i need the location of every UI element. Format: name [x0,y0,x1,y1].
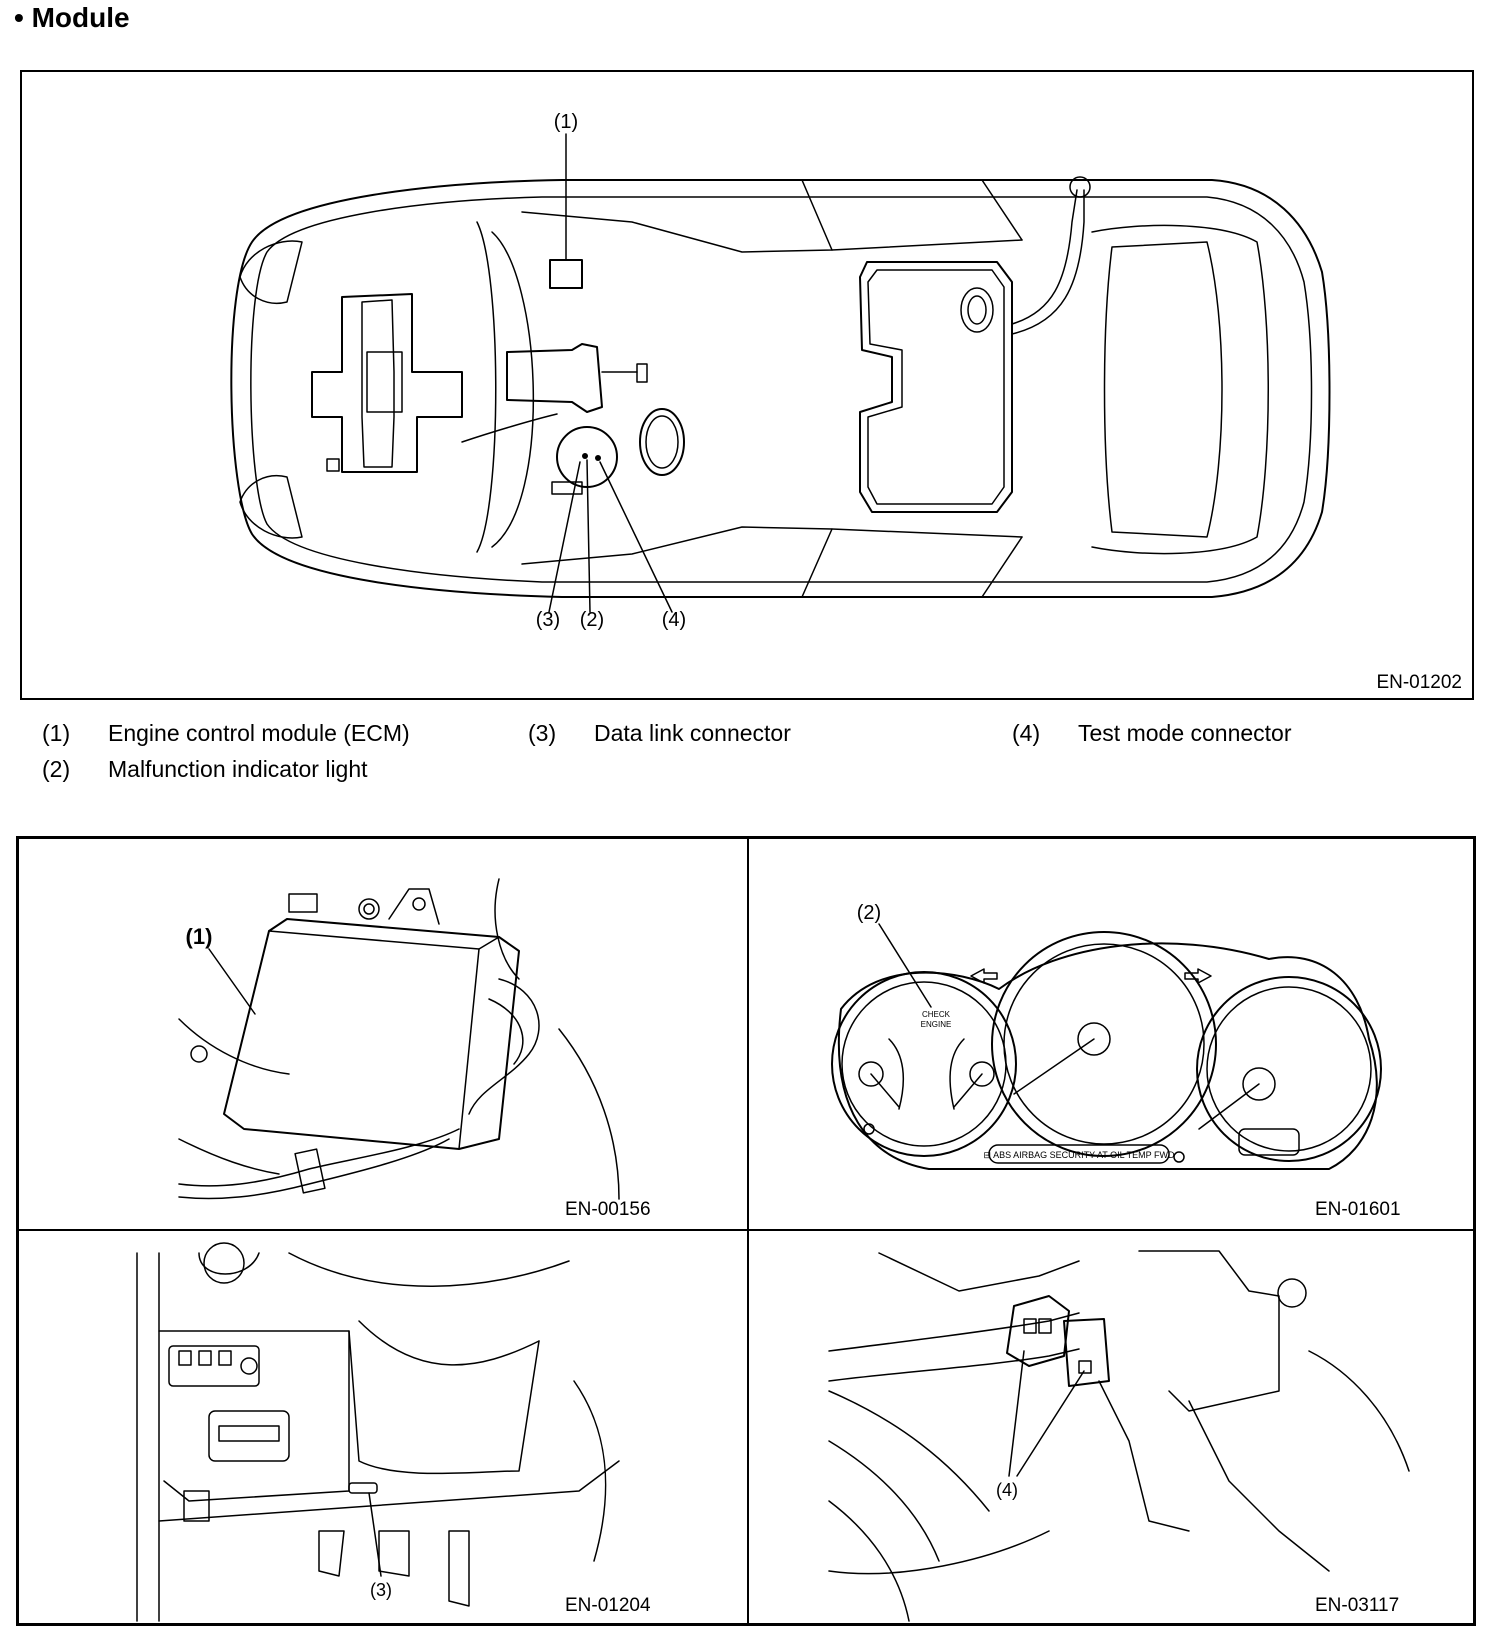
dashboard-lower-drawing: (3) [136,1242,620,1622]
ecm-unit [223,918,520,1150]
figure-code-ecm: EN-00156 [565,1199,651,1220]
leader-2 [586,459,591,613]
instrument-cluster [639,408,685,476]
ecm-box [549,259,583,289]
legend-text-3: Data link connector [594,720,791,746]
car-top-view-drawing: (1) (3) (2) (4) [230,111,1331,631]
warning-strip-text: ⊟ ABS AIRBAG SECURITY AT OIL TEMP FWD [984,1150,1175,1160]
tachometer [1196,976,1382,1162]
test-mode-point [595,455,601,461]
dlc-connector [348,1482,378,1494]
meter-housing [837,942,1378,1170]
figure-code: EN-01202 [1376,672,1462,693]
warning-strip [988,1144,1170,1164]
legend-num-1: (1) [42,720,71,746]
callout-ecm: (1) [186,924,213,949]
legend: (1) Engine control module (ECM) (3) Data… [0,720,1504,800]
section-heading: • Module [14,2,130,33]
detail-dlc: (3) EN-01204 [19,1231,747,1626]
connector-a [1006,1295,1070,1367]
engine-text: ENGINE [921,1020,952,1029]
callout-1: (1) [554,111,578,133]
legend-text-1: Engine control module (ECM) [108,720,410,746]
detail-test-mode: (4) EN-03117 [749,1231,1477,1626]
callout-test-mode: (4) [996,1480,1018,1500]
figure-code-test-mode: EN-03117 [1315,1595,1400,1616]
figure-code-mil: EN-01601 [1315,1199,1401,1220]
legend-text-2: Malfunction indicator light [108,756,368,782]
left-gauge [831,971,1017,1157]
callout-mil: (2) [857,902,881,924]
fuel-tank [859,261,1013,513]
speedometer [991,931,1217,1157]
detail-mil: ⊟ ABS AIRBAG SECURITY AT OIL TEMP FWD CH… [749,839,1477,1229]
car-body-outline [230,179,1331,598]
callout-3: (3) [536,609,560,631]
detail-ecm: (1) EN-00156 [19,839,747,1229]
callout-dlc: (3) [370,1580,392,1600]
legend-text-4: Test mode connector [1078,720,1292,746]
combination-meter-drawing: ⊟ ABS AIRBAG SECURITY AT OIL TEMP FWD CH… [831,902,1382,1170]
car-overview-figure: (1) (3) (2) (4) EN-01202 [20,70,1474,700]
legend-num-4: (4) [1012,720,1041,746]
leader-3 [548,461,581,613]
ecm-drawing: (1) [178,878,620,1200]
callout-4: (4) [662,609,686,631]
check-text: CHECK [922,1010,951,1019]
test-mode-connector-drawing: (4) [828,1250,1410,1622]
detail-grid: (1) EN-00156 [16,836,1476,1626]
leader-4 [599,461,673,613]
callout-2: (2) [580,609,604,631]
connector-b [1063,1318,1110,1387]
dlc-point [582,453,588,459]
figure-code-dlc: EN-01204 [565,1595,651,1616]
engine-transmission [311,293,463,473]
legend-num-2: (2) [42,756,71,782]
legend-num-3: (3) [528,720,557,746]
